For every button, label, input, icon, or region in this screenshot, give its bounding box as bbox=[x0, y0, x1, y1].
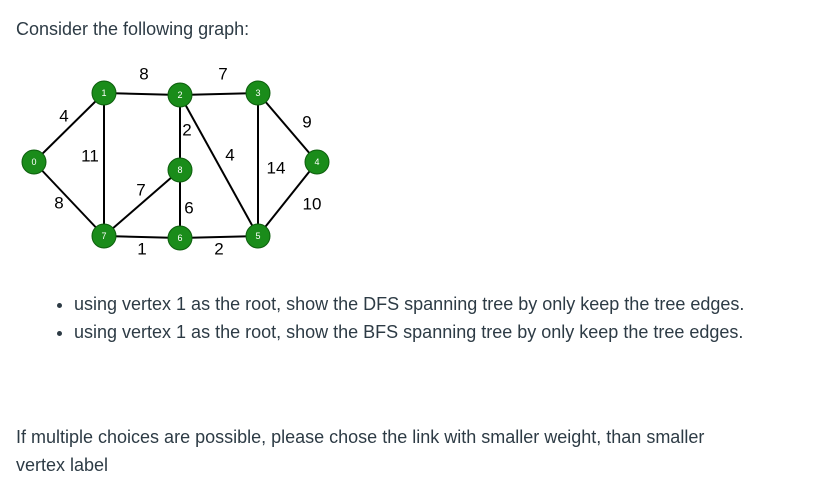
edge-3-4 bbox=[257, 92, 318, 163]
edge-weight-2-3: 7 bbox=[218, 64, 227, 83]
edge-6-7 bbox=[103, 235, 181, 239]
node-circle-0 bbox=[21, 149, 47, 175]
edge-weight-2-5: 4 bbox=[225, 145, 234, 164]
node-0: 0 bbox=[21, 149, 47, 175]
edge-4-5 bbox=[257, 161, 318, 237]
node-label-8: 8 bbox=[177, 165, 182, 175]
node-label-3: 3 bbox=[255, 88, 260, 98]
node-3: 3 bbox=[245, 80, 271, 106]
node-circle-3 bbox=[245, 80, 271, 106]
node-circle-4 bbox=[304, 149, 330, 175]
edge-weight-5-6: 2 bbox=[214, 239, 223, 258]
task-dfs: using vertex 1 as the root, show the DFS… bbox=[74, 290, 834, 318]
node-4: 4 bbox=[304, 149, 330, 175]
task-list: using vertex 1 as the root, show the DFS… bbox=[40, 290, 834, 346]
edge-2-3 bbox=[179, 92, 259, 96]
node-5: 5 bbox=[245, 223, 271, 249]
edge-weight-0-1: 4 bbox=[59, 106, 68, 125]
node-label-2: 2 bbox=[177, 90, 182, 100]
node-1: 1 bbox=[91, 80, 117, 106]
node-label-7: 7 bbox=[101, 231, 106, 241]
node-circle-5 bbox=[245, 223, 271, 249]
node-circle-2 bbox=[167, 82, 193, 108]
node-circle-1 bbox=[91, 80, 117, 106]
node-circle-7 bbox=[91, 223, 117, 249]
node-label-6: 6 bbox=[177, 233, 182, 243]
node-8: 8 bbox=[167, 157, 193, 183]
edge-weight-2-8: 2 bbox=[182, 120, 191, 139]
edge-weight-7-8: 7 bbox=[136, 180, 145, 199]
edge-weight-3-5: 14 bbox=[267, 158, 286, 177]
node-2: 2 bbox=[167, 82, 193, 108]
node-label-5: 5 bbox=[255, 231, 260, 241]
edge-5-6 bbox=[179, 235, 259, 239]
node-label-4: 4 bbox=[314, 157, 319, 167]
node-label-0: 0 bbox=[31, 157, 36, 167]
edge-weight-0-7: 8 bbox=[54, 193, 63, 212]
task-bfs: using vertex 1 as the root, show the BFS… bbox=[74, 318, 834, 346]
edge-weight-4-5: 10 bbox=[303, 194, 322, 213]
edge-1-2 bbox=[103, 92, 181, 96]
node-circle-6 bbox=[167, 225, 193, 251]
edge-weight-3-4: 9 bbox=[302, 112, 311, 131]
edge-2-5 bbox=[179, 94, 259, 237]
edge-0-7 bbox=[33, 161, 105, 237]
intro-text: Consider the following graph: bbox=[16, 19, 250, 39]
tie-break-note: If multiple choices are possible, please… bbox=[16, 427, 705, 475]
node-6: 6 bbox=[167, 225, 193, 251]
weighted-graph-diagram: 4 8 8 11 7 2 4 9 14 10 2 1 6 7 0 1 2 3 4 5 6 7 8 bbox=[21, 64, 330, 258]
edge-weight-1-2: 8 bbox=[139, 64, 148, 83]
edge-weight-1-7: 11 bbox=[81, 146, 99, 165]
edge-weight-6-8: 6 bbox=[184, 198, 193, 217]
node-7: 7 bbox=[91, 223, 117, 249]
edge-weight-6-7: 1 bbox=[137, 239, 146, 258]
edge-0-1 bbox=[33, 92, 105, 163]
edge-7-8 bbox=[103, 169, 181, 237]
node-circle-8 bbox=[167, 157, 193, 183]
node-label-1: 1 bbox=[101, 88, 106, 98]
